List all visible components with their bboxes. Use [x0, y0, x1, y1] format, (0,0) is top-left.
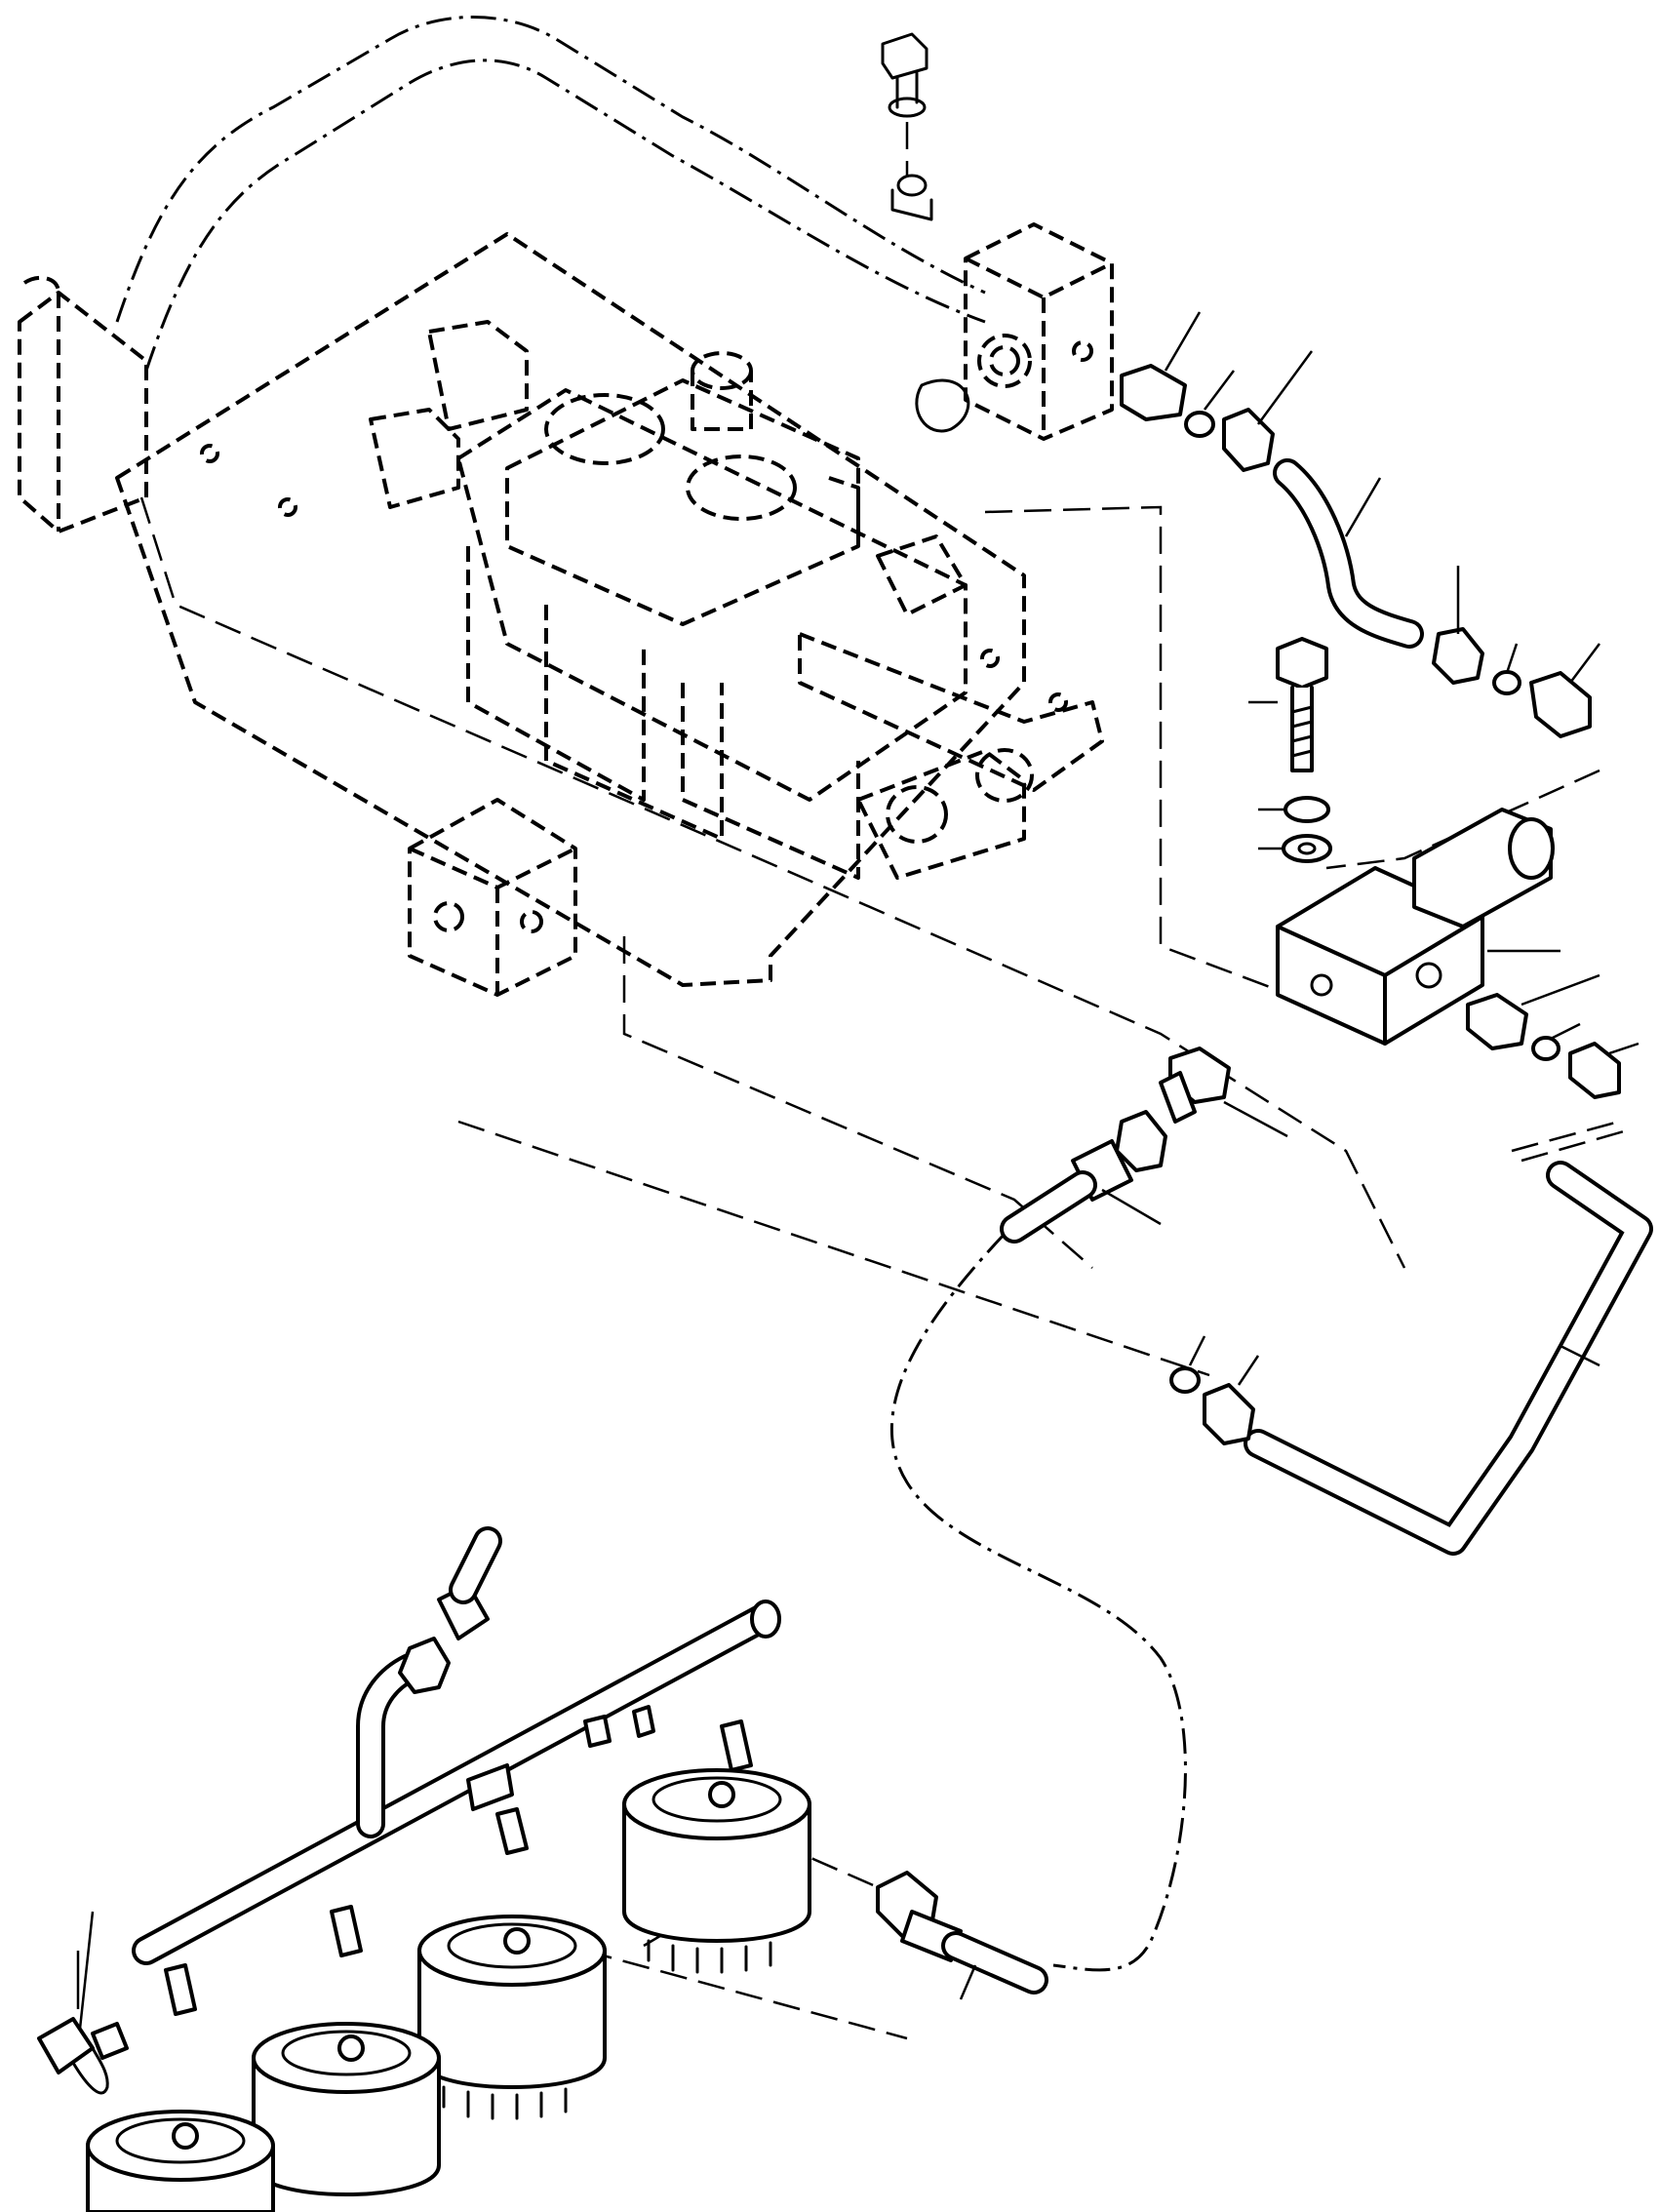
sleeve-icon: [1531, 1036, 1560, 1061]
accumulator-3: [417, 1915, 607, 2120]
dust-cap-chain-icon: [71, 2046, 109, 2095]
sleeve-icon: [1169, 1366, 1201, 1394]
adapter-fitting-icon: [1529, 671, 1592, 738]
accumulator-4: [622, 1768, 811, 1974]
adapter-fitting-icon: [1466, 993, 1528, 1050]
bolt-group: [1248, 637, 1332, 863]
hose-routing-line: [889, 1232, 1187, 1972]
adapter-fitting-icon: [1120, 364, 1187, 421]
relief-valve-manifold: [1276, 808, 1560, 1046]
top-bolt-stack: [881, 32, 933, 221]
manifold-fittings: [164, 1705, 753, 2016]
coupling-icon: [37, 2017, 95, 2074]
washer-icon: [888, 97, 927, 118]
upper-right-fittings: [1120, 311, 1600, 738]
manifold-side-fittings: [1466, 973, 1639, 1099]
o-ring-icon: [915, 378, 970, 433]
upper-hydraulic-line: [115, 16, 986, 372]
accumulator-2: [252, 2022, 441, 2196]
nut-icon: [1203, 1383, 1255, 1445]
upper-manifold-block: [915, 222, 1114, 441]
nut-icon: [1568, 1042, 1621, 1099]
sleeve-icon: [1184, 411, 1215, 438]
tee-block-icon: [466, 1763, 514, 1811]
lockwasher-icon: [1284, 796, 1330, 823]
nut-icon: [1432, 627, 1484, 685]
distribution-manifold: [78, 1526, 781, 2030]
test-coupling: [37, 1951, 129, 2095]
side-port-block: [408, 798, 577, 997]
hose-end-fittings: [1000, 1047, 1288, 1244]
accumulator-1: [86, 2110, 275, 2212]
sleeve-icon: [1492, 670, 1521, 695]
washer-icon: [1282, 834, 1332, 863]
lower-hose-end: [876, 1871, 1048, 2000]
left-end-block: [18, 275, 148, 533]
nut-icon: [398, 1637, 451, 1694]
bolt-head-icon: [881, 32, 928, 80]
control-valve-bank: [115, 232, 1104, 987]
bolt-icon: [1276, 637, 1328, 690]
nut-icon: [1222, 408, 1275, 472]
lower-tube: [1169, 1161, 1653, 1556]
